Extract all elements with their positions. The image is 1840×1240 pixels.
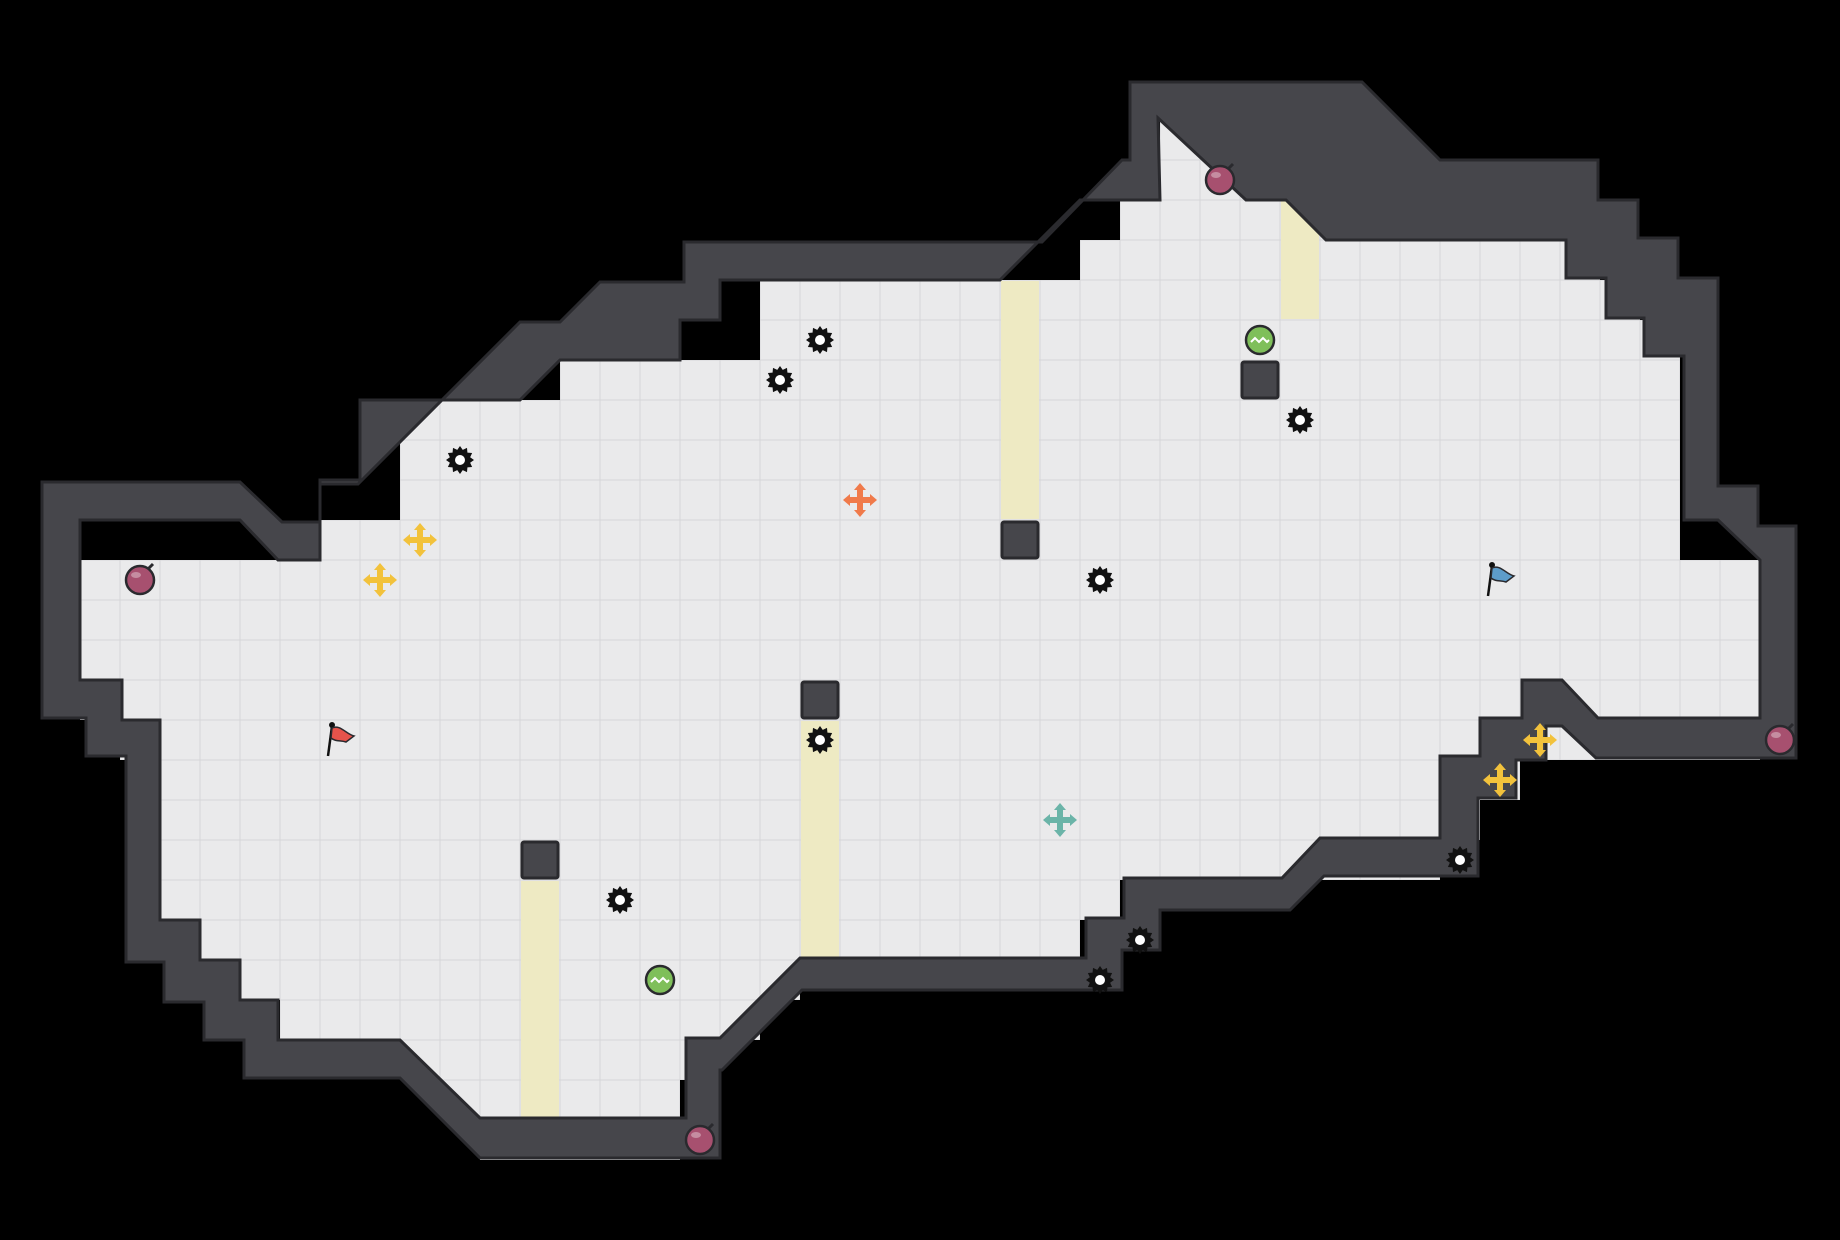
rail-strip [801, 721, 839, 959]
wall-block [520, 840, 560, 880]
cross-arrow-icon [363, 563, 397, 597]
wall-layer [40, 80, 1798, 1160]
gear-icon [806, 326, 834, 354]
gear-icon [606, 886, 634, 914]
rail-layer [521, 121, 1319, 1119]
gear-icon [766, 366, 794, 394]
rail-strip [1001, 281, 1039, 519]
object-layer [124, 162, 1796, 1156]
wall-block [1000, 520, 1040, 560]
gear-icon [1446, 846, 1474, 874]
rail-strip [521, 881, 559, 1119]
bomb-icon [684, 1122, 716, 1156]
green-orb-icon [1244, 324, 1276, 356]
wall-block [800, 680, 840, 720]
gear-icon [1086, 566, 1114, 594]
flag-icon [1486, 562, 1516, 597]
gear-icon [1126, 926, 1154, 954]
outer-wall [40, 80, 1798, 1160]
green-orb-icon [644, 964, 676, 996]
bomb-icon [1764, 722, 1796, 756]
gear-icon [446, 446, 474, 474]
floor-tiles [760, 320, 1680, 360]
cross-arrow-icon [1043, 803, 1077, 837]
cross-arrow-icon [1523, 723, 1557, 757]
cross-arrow-icon [403, 523, 437, 557]
gear-icon [1086, 966, 1114, 994]
floor-tiles [1080, 240, 1600, 280]
gear-icon [1286, 406, 1314, 434]
cross-arrow-icon [843, 483, 877, 517]
flag-icon [326, 722, 356, 757]
bomb-icon [1204, 162, 1236, 196]
gear-icon [806, 726, 834, 754]
cross-arrow-icon [1483, 763, 1517, 797]
bomb-icon [124, 562, 156, 596]
wall-block [1240, 360, 1280, 400]
